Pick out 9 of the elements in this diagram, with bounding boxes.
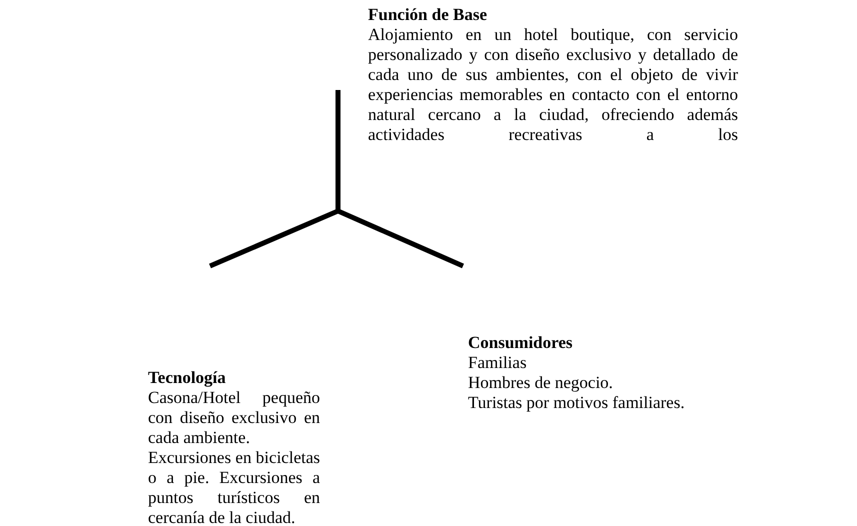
- paragraph: Excursiones en bicicletas o a pie. Excursiones a puntos turísticos en cercanía de la ciudad.: [148, 448, 320, 526]
- paragraph: Turistas por motivos familiares.: [468, 393, 686, 413]
- paragraph: Alojamiento en un hotel boutique, con servicio personalizado y con diseño exclusivo y detallado de cada uno de sus ambientes, con el objeto de vivir experiencias memorables en contacto con el entorno natural cercano a la ciudad, ofreciendo además actividades recreativas a los: [368, 25, 738, 145]
- paragraph: Familias: [468, 353, 528, 373]
- paragraph: Hombres de negocio.: [468, 373, 614, 393]
- heading: Consumidores: [468, 333, 574, 353]
- paragraph: Casona/Hotel pequeño con diseño exclusivo en cada ambiente.: [148, 388, 320, 448]
- heading: Tecnología: [148, 368, 227, 388]
- heading: Función de Base: [368, 5, 488, 25]
